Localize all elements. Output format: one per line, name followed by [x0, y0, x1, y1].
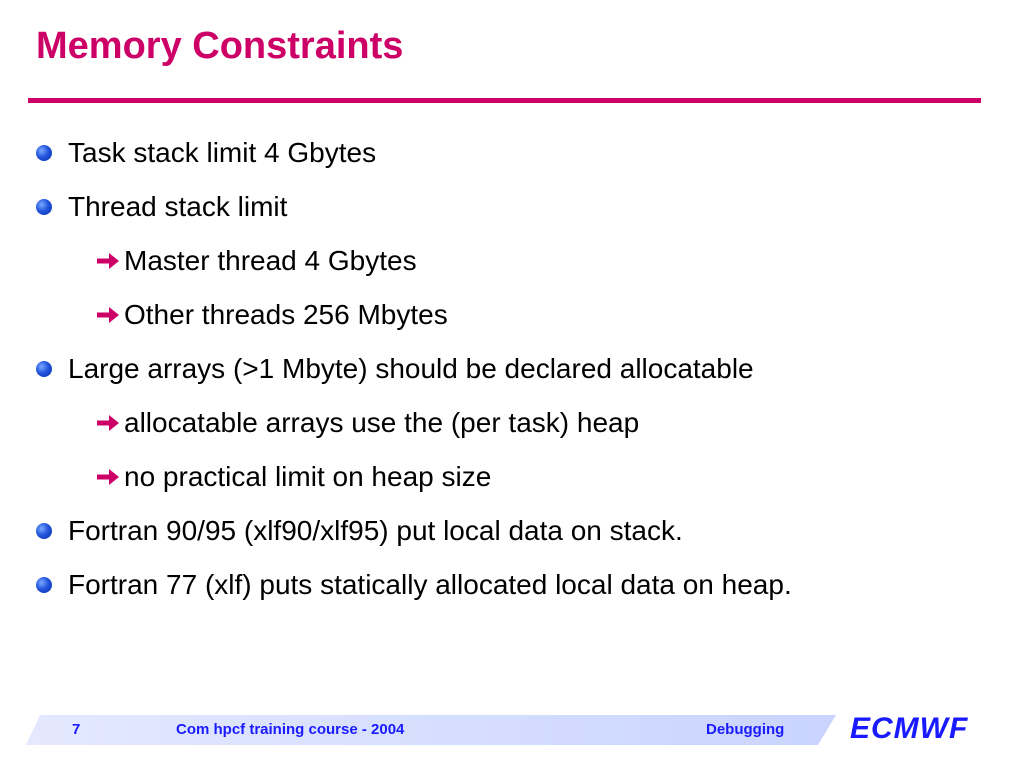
course-name: Com hpcf training course - 2004	[176, 721, 405, 738]
slide-title: Memory Constraints	[36, 25, 404, 67]
bullet-item-3: Large arrays (>1 Mbyte) should be declar…	[68, 353, 754, 384]
bullet-sphere-icon	[36, 361, 52, 377]
arrow-right-icon	[97, 469, 119, 485]
arrow-right-icon	[97, 415, 119, 431]
sub-bullet-item-3: allocatable arrays use the (per task) he…	[124, 407, 640, 438]
sub-bullet-item-2: Other threads 256 Mbytes	[124, 299, 448, 330]
bullet-item-2: Thread stack limit	[68, 191, 288, 222]
sub-bullet-item-1: Master thread 4 Gbytes	[124, 245, 417, 276]
slide-footer: 7 Com hpcf training course - 2004 Debugg…	[0, 712, 1024, 751]
title-divider	[28, 98, 981, 103]
bullet-list: Task stack limit 4 Gbytes Thread stack l…	[36, 137, 792, 600]
page-number: 7	[72, 721, 81, 738]
bullet-sphere-icon	[36, 145, 52, 161]
arrow-right-icon	[97, 307, 119, 323]
section-name: Debugging	[706, 721, 785, 738]
bullet-item-5: Fortran 77 (xlf) puts statically allocat…	[68, 569, 792, 600]
bullet-item-1: Task stack limit 4 Gbytes	[68, 137, 377, 168]
bullet-item-4: Fortran 90/95 (xlf90/xlf95) put local da…	[68, 515, 683, 546]
bullet-sphere-icon	[36, 523, 52, 539]
bullet-sphere-icon	[36, 577, 52, 593]
bullet-sphere-icon	[36, 199, 52, 215]
arrow-right-icon	[97, 253, 119, 269]
ecmwf-logo: ECMWF	[850, 712, 969, 745]
sub-bullet-item-4: no practical limit on heap size	[124, 461, 492, 492]
footer-band	[26, 715, 836, 745]
